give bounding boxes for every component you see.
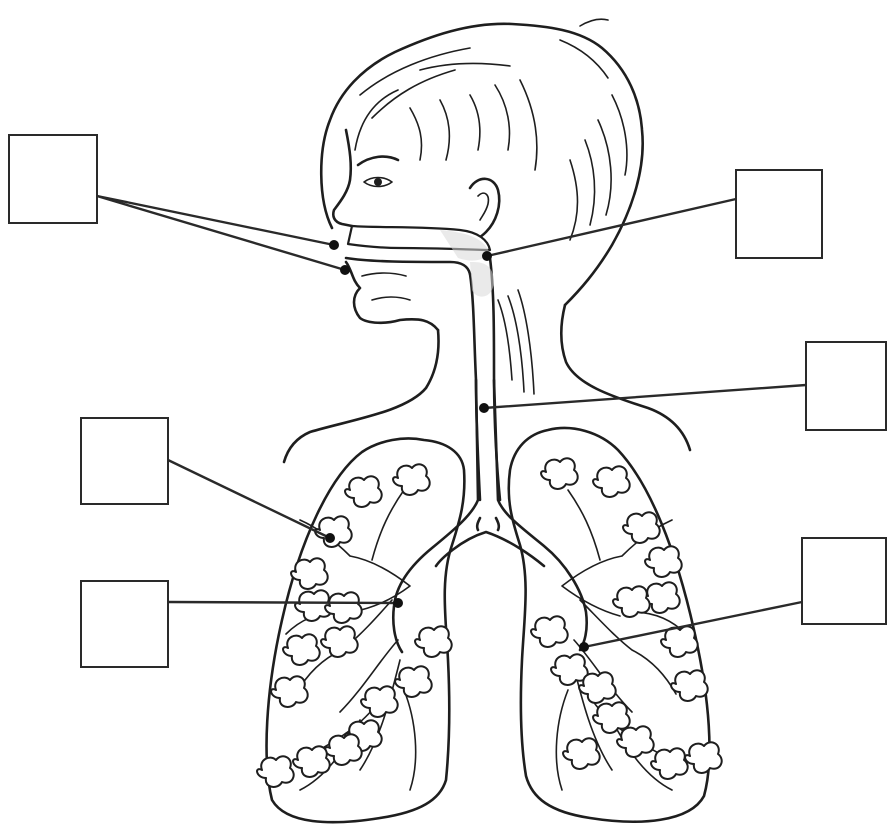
alveoli-clusters [257, 458, 722, 787]
label-boxes [9, 135, 886, 667]
label-box-alveoli[interactable] [81, 418, 168, 504]
label-box-mouth-nose[interactable] [9, 135, 97, 223]
label-box-bronchus-left[interactable] [81, 581, 168, 667]
label-box-trachea[interactable] [806, 342, 886, 430]
label-box-bronchus-right[interactable] [802, 538, 886, 624]
pointer-dot-pharynx [482, 251, 492, 261]
pointer-dot-bronchus-right [579, 642, 589, 652]
ear [470, 179, 499, 238]
mouth-cavity [346, 258, 470, 274]
leader-bronchus-left [168, 602, 398, 603]
lungs [257, 380, 722, 822]
neck-back [561, 305, 690, 450]
leader-lines [97, 196, 806, 652]
pointer-dot-trachea [479, 403, 489, 413]
label-box-pharynx[interactable] [736, 170, 822, 258]
pointer-dot-alveoli [325, 533, 335, 543]
pointer-dot-nose [329, 240, 339, 250]
leader-mouth-nose-upper [97, 196, 334, 245]
leader-alveoli [168, 460, 330, 538]
pointer-dot-bronchus-left [393, 598, 403, 608]
leader-trachea [484, 385, 806, 408]
leader-mouth-nose-lower [97, 196, 345, 270]
face-profile [333, 130, 352, 226]
pointer-dot-mouth [340, 265, 350, 275]
neck-front [284, 330, 439, 462]
hair [321, 24, 642, 305]
trachea [393, 380, 478, 652]
